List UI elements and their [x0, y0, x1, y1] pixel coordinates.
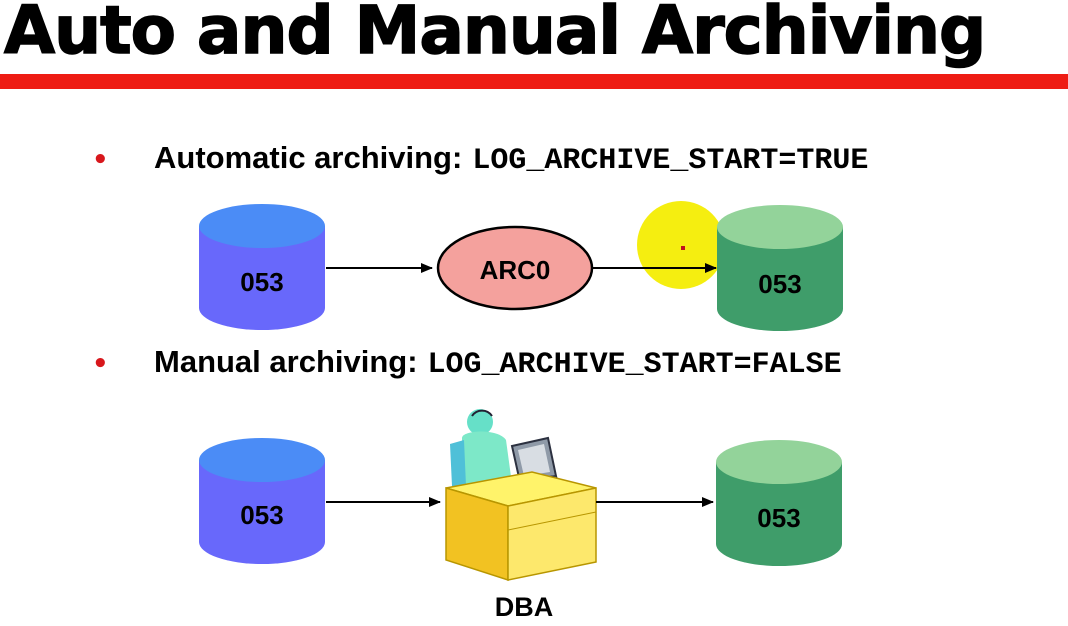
archived-log-number-manual: 053 — [757, 503, 800, 533]
bullet-dot-icon: • — [92, 145, 109, 175]
arc0-process-ellipse: ARC0 — [436, 225, 594, 311]
slide-title: Auto and Manual Archiving — [3, 0, 987, 70]
bullet-automatic-archiving: • Automatic archiving: LOG_ARCHIVE_START… — [92, 140, 868, 178]
bullet-manual-archiving: • Manual archiving: LOG_ARCHIVE_START=FA… — [92, 344, 842, 382]
cursor-highlight — [637, 201, 725, 289]
bullet-dot-icon: • — [92, 349, 109, 379]
archived-log-number-auto: 053 — [758, 269, 801, 299]
cursor-pointer-dot — [681, 246, 685, 250]
title-underline-bar — [0, 74, 1068, 89]
arc0-process-label: ARC0 — [480, 255, 551, 285]
parameter-code-automatic: LOG_ARCHIVE_START=TRUE — [472, 144, 869, 178]
online-log-number-auto: 053 — [240, 267, 283, 297]
archived-log-cylinder-manual: 053 — [716, 440, 842, 566]
online-log-number-manual: 053 — [240, 500, 283, 530]
bullet-label-automatic: Automatic archiving: — [154, 140, 463, 175]
online-redo-log-cylinder-manual: 053 — [199, 438, 325, 564]
bullet-label-manual: Manual archiving: — [154, 344, 418, 379]
archived-log-cylinder-auto: 053 — [717, 205, 843, 331]
parameter-code-manual: LOG_ARCHIVE_START=FALSE — [427, 348, 842, 382]
dba-label: DBA — [494, 592, 554, 622]
online-redo-log-cylinder-auto: 053 — [199, 204, 325, 330]
dba-at-desk-icon — [445, 409, 597, 582]
